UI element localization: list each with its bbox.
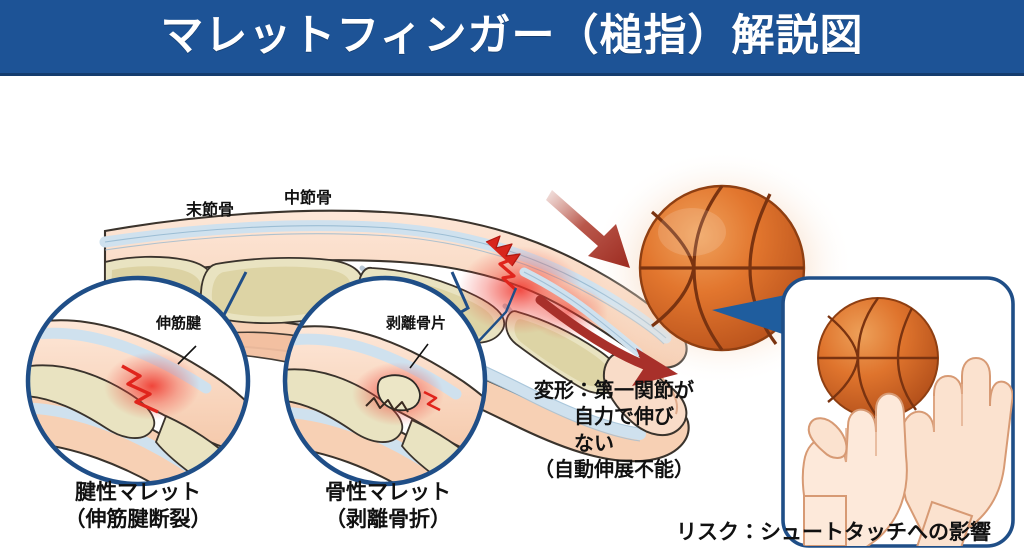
inset2-rupture-mark [423,390,441,412]
inset2-circle-border [282,275,488,487]
leader-line-3 [475,287,518,345]
nail-crease [659,375,678,415]
impact-arrow-group [546,190,630,268]
hand-right [898,356,1013,546]
hands-holding-basketball [801,297,1013,546]
inset-tendinous-mallet [25,275,251,487]
inset1-circle-border [25,275,251,487]
inset1-bone-proximal [28,364,156,439]
deformity-note: 変形：第一関節が 自力で伸び ない （自動伸展不能） [534,378,694,484]
impact-arrow [546,190,630,268]
illustration-layer [25,150,1015,548]
hand-left-thumb [807,417,848,459]
inset2-fracture-line [365,397,409,413]
inset1-pointer-line [177,345,197,365]
panel-ball-arc-l [827,315,860,403]
header-banner: マレットフィンガー（槌指）解説図 [0,0,1024,76]
deformity-line-4: （自動伸展不能） [534,459,694,482]
deformity-arrow-head [632,348,678,386]
caption-tendinous-mallet: 腱性マレット （伸筋腱断裂） [38,480,238,534]
caption-tendinous-line2: （伸筋腱断裂） [64,507,212,531]
panel-ball-arc-r [896,307,917,411]
deformity-line-3: ない [574,432,614,455]
label-avulsed-fragment: 剥離骨片 [386,315,447,332]
deformity-line-2: 自力で伸び [574,406,674,429]
forearm-left [803,495,847,546]
rupture-burst [485,235,521,267]
label-middle-phalanx: 中節骨 [284,190,333,207]
caption-bony-mallet: 骨性マレット （剥離骨折） [288,480,488,534]
deformity-arrow-group [535,295,678,386]
caption-bony-line1: 骨性マレット [325,481,451,504]
caption-bony-line2: （剥離骨折） [325,507,451,531]
label-distal-phalanx: 末節骨 [186,202,235,219]
inset2-pointer-line [409,343,429,369]
risk-caption: リスク：シュートタッチへの影響 [676,521,991,544]
bone-distal-shade [514,319,611,387]
label-extensor-tendon: 伸筋腱 [156,315,202,332]
ball-seam-arc-left [650,210,696,328]
ball-highlight [658,208,726,256]
inset1-rupture-zigzag [121,364,159,414]
pain-glow-secondary [528,284,608,340]
page-title: マレットフィンガー（槌指）解説図 [160,12,864,60]
diagram-stage: 末節骨 中節骨 伸筋腱 剥離骨片 腱性マレット （伸筋腱断裂） 骨性マレット （… [0,76,1024,559]
inset2-bone-proximal [285,368,404,443]
deformity-line-1: 変形：第一関節が [534,380,694,402]
risk-panel-group [712,276,1015,548]
forearm-right [914,500,974,546]
deformity-arrow-shaft [535,295,657,373]
caption-tendinous-line1: 腱性マレット [75,481,201,504]
